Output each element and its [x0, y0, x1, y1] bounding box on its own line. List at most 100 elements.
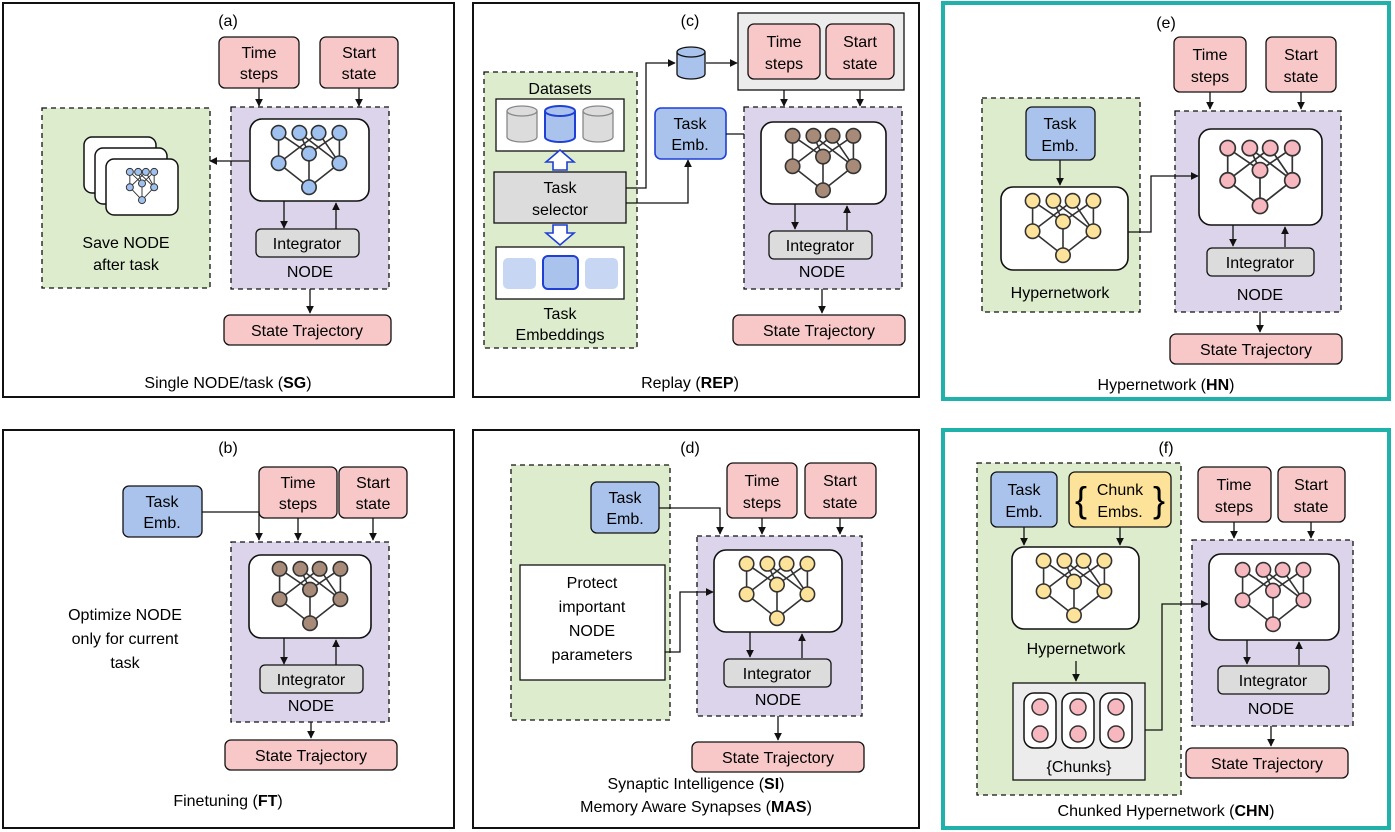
optimize-text-line1: Optimize NODE — [68, 607, 182, 624]
start-state-line2: state — [1284, 69, 1319, 86]
start-state-box — [825, 23, 895, 80]
optimize-text-line3: task — [110, 655, 140, 672]
start-state-line1: Start — [342, 45, 376, 62]
panel-f-caption: Chunked Hypernetwork (CHN) — [1058, 803, 1275, 820]
state-trajectory-label: State Trajectory — [1200, 342, 1312, 359]
up-hollow-arrow-icon — [543, 148, 577, 171]
start-state-line1: Start — [823, 473, 857, 490]
panel-f-letter: (f) — [1158, 440, 1173, 457]
task-emb-line1: Task — [1008, 482, 1042, 499]
time-steps-line1: Time — [767, 34, 802, 51]
task-embedding-cell-2 — [542, 255, 579, 290]
start-state-line2: state — [356, 496, 391, 513]
task-selector-line1: Task — [544, 180, 578, 197]
task-emb-line2: Emb. — [1005, 504, 1042, 521]
task-emb-line1: Task — [146, 494, 180, 511]
start-state-line1: Start — [356, 475, 390, 492]
integrator-label: Integrator — [273, 236, 342, 253]
task-embeddings-line1: Task — [544, 306, 578, 323]
task-emb-line2: Emb. — [143, 515, 180, 532]
node-label: NODE — [799, 264, 845, 281]
neural-network-icon — [1234, 561, 1312, 633]
panel-a: (a) Save NODE after task Time steps Star… — [2, 2, 455, 398]
state-trajectory-label: State Trajectory — [255, 748, 367, 765]
state-trajectory-box — [223, 314, 392, 346]
node-label: NODE — [288, 698, 334, 715]
start-state-line1: Start — [843, 34, 877, 51]
save-node-text-line2: after task — [93, 257, 160, 274]
dataset-database-icon-1 — [506, 105, 538, 143]
time-steps-line1: Time — [281, 475, 316, 492]
optimize-text-line2: only for current — [72, 631, 179, 648]
neural-network-icon — [270, 124, 348, 196]
integrator-label: Integrator — [786, 238, 855, 255]
neural-network-icon — [784, 127, 862, 199]
start-state-line2: state — [1294, 499, 1329, 516]
hypernetwork-label: Hypernetwork — [1027, 641, 1127, 658]
task-emb-line2: Emb. — [1041, 138, 1078, 155]
task-emb-line2: Emb. — [606, 511, 643, 528]
panel-c: (c) Datasets Task selector Task Embeddin… — [472, 2, 920, 398]
replay-database-icon — [676, 46, 706, 80]
node-label: NODE — [1248, 701, 1294, 718]
panel-f: (f) Task Emb. { } Chunk Embs. Hypernetwo… — [941, 428, 1391, 830]
chunk-embs-left-brace: { — [1075, 479, 1087, 520]
time-steps-line2: steps — [1215, 499, 1253, 516]
save-node-text-line1: Save NODE — [82, 235, 169, 252]
integrator-label: Integrator — [277, 672, 346, 689]
chunk-column-3 — [1099, 692, 1133, 749]
chunk-embs-line1: Chunk — [1097, 482, 1144, 499]
node-label: NODE — [287, 264, 333, 281]
integrator-box — [259, 664, 364, 694]
panel-e-letter: (e) — [1156, 15, 1176, 32]
state-trajectory-label: State Trajectory — [1211, 756, 1323, 773]
start-state-line2: state — [843, 56, 878, 73]
task-emb-line2: Emb. — [671, 137, 708, 154]
protect-parameters-box — [519, 564, 666, 681]
panel-d-caption-line1: Synaptic Intelligence (SI) — [608, 776, 785, 793]
time-steps-box — [747, 23, 821, 80]
panel-d-letter: (d) — [680, 440, 700, 457]
start-state-line2: state — [823, 495, 858, 512]
state-trajectory-box — [732, 314, 906, 346]
saved-node-stack-icon — [83, 136, 179, 216]
panel-c-caption: Replay (REP) — [641, 375, 739, 392]
state-trajectory-label: State Trajectory — [763, 323, 875, 340]
task-selector-line2: selector — [532, 202, 589, 219]
time-steps-line2: steps — [240, 66, 278, 83]
time-steps-line1: Time — [1193, 47, 1228, 64]
time-steps-line1: Time — [745, 473, 780, 490]
protect-text-line3: NODE — [569, 623, 615, 640]
start-state-line1: Start — [1284, 47, 1318, 64]
task-emb-line1: Task — [609, 490, 643, 507]
panel-e: (e) Task Emb. Hypernetwork Time steps St… — [941, 1, 1391, 401]
chunk-column-1 — [1023, 692, 1057, 749]
integrator-box — [723, 658, 832, 688]
integrator-box — [1206, 247, 1315, 277]
dataset-database-icon-2 — [544, 105, 576, 143]
time-steps-line2: steps — [1191, 69, 1229, 86]
time-steps-line2: steps — [765, 56, 803, 73]
chunk-embs-right-brace: } — [1153, 479, 1165, 520]
panel-a-caption: Single NODE/task (SG) — [144, 375, 311, 392]
panel-a-letter: (a) — [218, 13, 238, 30]
start-state-line2: state — [342, 66, 377, 83]
node-label: NODE — [755, 692, 801, 709]
task-embedding-cell-1 — [503, 258, 536, 289]
panel-d-caption-line2: Memory Aware Synapses (MAS) — [580, 799, 812, 816]
task-emb-line1: Task — [674, 116, 708, 133]
dataset-database-icon-3 — [582, 105, 614, 143]
protect-text-line1: Protect — [567, 575, 618, 592]
down-hollow-arrow-icon — [543, 224, 577, 247]
panel-b: (b) Task Emb. Time steps Start state Opt… — [2, 429, 455, 829]
integrator-label: Integrator — [1239, 673, 1308, 690]
state-trajectory-box — [224, 739, 398, 771]
task-selector-box — [493, 171, 627, 224]
chunk-column-2 — [1061, 692, 1095, 749]
chunks-label: {Chunks} — [1047, 759, 1113, 776]
panel-c-letter: (c) — [681, 13, 700, 30]
neural-network-icon — [738, 555, 816, 627]
panel-b-letter: (b) — [218, 440, 238, 457]
panel-b-caption: Finetuning (FT) — [173, 793, 282, 810]
